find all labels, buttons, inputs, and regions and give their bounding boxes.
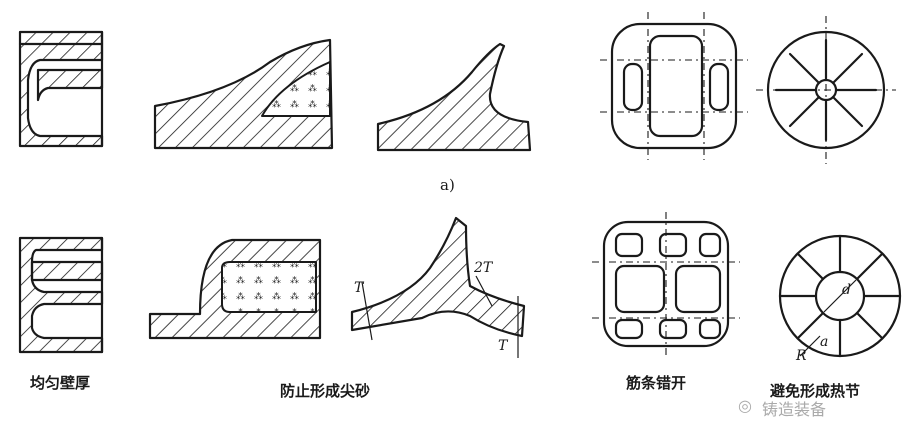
bottom-ribs-staggered	[592, 212, 740, 358]
bottom-cusp-with-dimensions	[350, 216, 526, 358]
watermark-text: 铸造装备	[762, 400, 827, 419]
dim-a: a	[820, 334, 829, 350]
top-uneven-wall-section	[18, 30, 104, 148]
caption-uniform-wall: 均匀壁厚	[30, 374, 91, 392]
watermark-icon: ◎	[738, 396, 752, 415]
caption-avoid-hot-spot: 避免形成热节	[770, 382, 861, 400]
dim-t-left: T	[354, 280, 364, 296]
top-spoke-wheel	[756, 16, 896, 164]
bottom-uniform-wall-section	[18, 236, 104, 354]
top-cusp-section	[376, 42, 532, 152]
bottom-rounded-sand-block	[148, 238, 322, 340]
sub-label: a)	[440, 176, 455, 194]
caption-prevent-sand: 防止形成尖砂	[280, 382, 371, 400]
dim-d: d	[842, 282, 851, 298]
top-sharp-sand-wedge	[153, 38, 334, 150]
dim-r: R	[796, 348, 807, 364]
bottom-spoke-wheel-hub	[778, 234, 902, 358]
dim-t-right: T	[498, 338, 508, 354]
top-ribs-aligned	[600, 12, 748, 160]
dim-2t: 2T	[474, 260, 493, 276]
caption-ribs-staggered: 筋条错开	[626, 374, 687, 392]
